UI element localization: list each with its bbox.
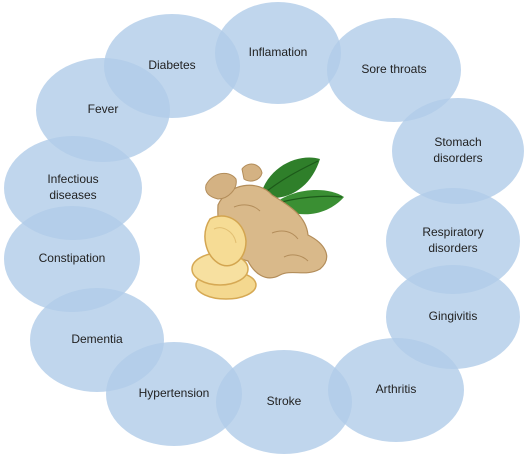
ginger-root-image [188,145,348,315]
node-respiratory-disorders: Respiratory disorders [386,188,520,294]
ginger-icon [191,157,344,300]
node-stomach-disorders: Stomach disorders [392,98,524,204]
node-sore-throats: Sore throats [327,18,461,122]
node-diabetes: Diabetes [104,14,240,118]
node-arthritis: Arthritis [328,338,464,442]
